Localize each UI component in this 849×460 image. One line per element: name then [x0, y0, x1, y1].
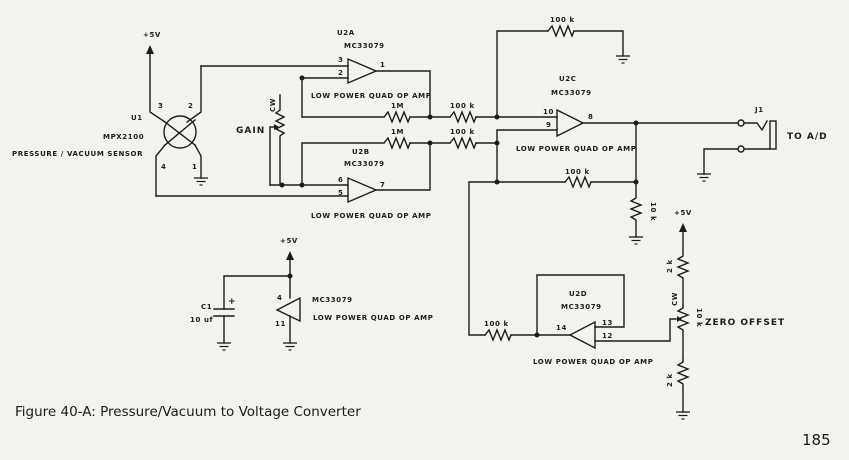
c1-polarity: +	[228, 297, 237, 307]
connector-j1[interactable]: J1 TO A/D	[696, 106, 828, 182]
u2d-pin-in-p: 12	[602, 332, 613, 340]
power-supply-arrow-icon	[286, 251, 294, 260]
u2c-ref: U2C	[559, 75, 577, 83]
opamp-u2c: U2C MC33079 10 9 8 LOW POWER QUAD OP AMP	[516, 75, 636, 153]
sensor-pin-4: 4	[161, 163, 166, 171]
supply-arrow-icon	[146, 45, 154, 54]
resistor-100k-a	[449, 110, 477, 124]
u2b-pin-in-p: 5	[338, 189, 343, 197]
power-supply-label: +5V	[280, 237, 298, 245]
r-fb-a-label: 1M	[391, 102, 404, 110]
power-part: MC33079	[312, 296, 353, 304]
gain-label: GAIN	[236, 126, 265, 136]
power-pin-g: 11	[275, 320, 286, 328]
r-in-a-label: 100 k	[450, 102, 475, 110]
r-fb-c-label: 100 k	[565, 168, 590, 176]
page-number: 185	[802, 431, 831, 449]
u2b-pin-out: 7	[380, 181, 385, 189]
u2c-pin-in-a: 10	[543, 108, 554, 116]
resistor-1m-a	[383, 110, 411, 124]
zero-offset-pot[interactable]	[676, 305, 690, 361]
u2a-pin-in-p: 3	[338, 56, 343, 64]
u2d-part: MC33079	[561, 303, 602, 311]
r-off-bot-label: 2 k	[666, 373, 674, 387]
sensor-ref: U1	[131, 114, 143, 122]
u2b-ref: U2B	[352, 148, 370, 156]
sensor-u1: +5V 3 2 4 1 U1 MPX2100 PRESSURE / VACUUM…	[12, 31, 209, 197]
resistor-2k-top	[676, 230, 690, 307]
r-off-top-label: 2 k	[666, 259, 674, 273]
resistor-100k-top	[547, 24, 575, 38]
r-top-label: 100 k	[550, 16, 575, 24]
resistor-2k-bottom	[676, 359, 690, 413]
u2b-desc: LOW POWER QUAD OP AMP	[311, 212, 431, 220]
u2d-pin-in-n: 13	[602, 319, 613, 327]
sensor-supply-label: +5V	[143, 31, 161, 39]
r-in-b-label: 100 k	[450, 128, 475, 136]
opamp-power-symbol	[275, 296, 301, 323]
gain-cw-mark: CW	[269, 98, 277, 112]
gain-pot: GAIN CW	[236, 98, 286, 186]
u2d-pin-out: 14	[556, 324, 567, 332]
power-desc: LOW POWER QUAD OP AMP	[313, 314, 433, 322]
resistor-100k-b	[449, 136, 477, 150]
u2c-pin-in-b: 9	[546, 121, 551, 129]
power-section: +5V + C1 10 uf 4 11 MC33079 LOW POWER QU…	[190, 237, 433, 351]
resistor-100k-d	[484, 328, 512, 342]
offset-supply-arrow-icon	[679, 223, 687, 232]
sensor-description: PRESSURE / VACUUM SENSOR	[12, 150, 143, 158]
u2c-pin-out: 8	[588, 113, 593, 121]
r-fb-b-label: 1M	[391, 128, 404, 136]
opamp-u2a: U2A MC33079 3 2 1 LOW POWER QUAD OP AMP	[311, 29, 431, 100]
sensor-pin-1: 1	[192, 163, 197, 171]
opamp-u2b: U2B MC33079 6 5 7 LOW POWER QUAD OP AMP	[311, 148, 431, 220]
opamp-u2a-symbol	[347, 57, 378, 85]
to-ad-label: TO A/D	[787, 132, 828, 142]
u2d-ref: U2D	[569, 290, 587, 298]
u2b-pin-in-n: 6	[338, 176, 343, 184]
zero-offset-network: +5V 2 k CW 10 k ZERO OFFSET 2 k	[666, 209, 785, 420]
r-d-in-label: 100 k	[484, 320, 509, 328]
u2c-part: MC33079	[551, 89, 592, 97]
r-off-pot-label: 10 k	[695, 308, 703, 327]
resistor-100k-fb-c	[564, 175, 592, 189]
sensor-symbol	[163, 115, 197, 149]
c1-value: 10 uf	[190, 316, 214, 324]
offset-cw-mark: CW	[671, 292, 679, 306]
power-pin-v: 4	[277, 294, 282, 302]
u2d-desc: LOW POWER QUAD OP AMP	[533, 358, 653, 366]
u2b-part: MC33079	[344, 160, 385, 168]
r-load-label: 10 k	[649, 202, 657, 221]
resistor-10k-load	[629, 181, 643, 238]
opamp-u2c-symbol	[556, 108, 585, 138]
c1-ref: C1	[201, 303, 212, 311]
u2a-part: MC33079	[344, 42, 385, 50]
offset-supply-label: +5V	[674, 209, 692, 217]
opamp-u2d-symbol	[568, 320, 596, 350]
u2c-desc: LOW POWER QUAD OP AMP	[516, 145, 636, 153]
sensor-part: MPX2100	[103, 133, 144, 141]
sensor-pin-2: 2	[188, 102, 193, 110]
figure-caption: Figure 40-A: Pressure/Vacuum to Voltage …	[15, 404, 361, 420]
sensor-pin-3: 3	[158, 102, 163, 110]
u2a-pin-in-n: 2	[338, 69, 343, 77]
zero-offset-label: ZERO OFFSET	[705, 318, 785, 328]
opamp-u2d: U2D MC33079 14 13 12 LOW POWER QUAD OP A…	[533, 290, 653, 366]
u2a-desc: LOW POWER QUAD OP AMP	[311, 92, 431, 100]
u2a-ref: U2A	[337, 29, 355, 37]
j1-ref: J1	[754, 106, 764, 114]
resistor-1m-b	[383, 136, 411, 150]
u2a-pin-out: 1	[380, 61, 385, 69]
opamp-u2b-symbol	[347, 176, 378, 204]
